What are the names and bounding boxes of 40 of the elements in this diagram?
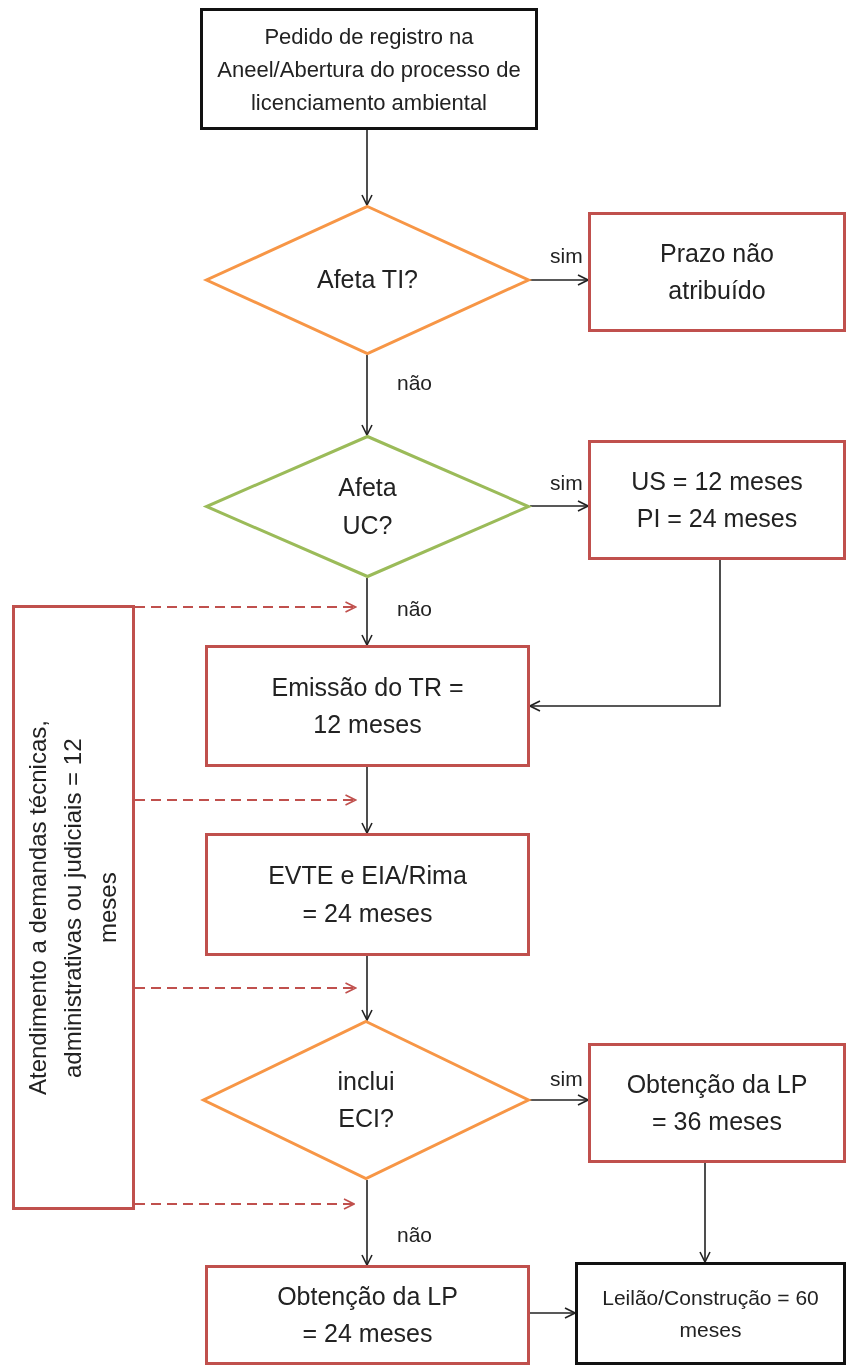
decision-diamond xyxy=(205,205,530,355)
dashed-arrow xyxy=(134,1198,355,1210)
arrow xyxy=(361,766,373,834)
dashed-arrow xyxy=(134,794,357,806)
arrow xyxy=(529,559,721,712)
node-text: EVTE e EIA/Rima = 24 meses xyxy=(267,860,468,929)
node-text: Afeta TI? xyxy=(317,264,418,296)
process-box xyxy=(12,605,135,1210)
node-text: US = 12 meses PI = 24 meses xyxy=(630,465,804,534)
process-box xyxy=(575,1262,846,1365)
dashed-arrow xyxy=(134,601,357,613)
node-text: Emissão do TR = 12 meses xyxy=(270,671,465,740)
node-text: Pedido de registro na Aneel/Abertura do processo de licenciamento ambiental xyxy=(216,22,522,117)
process-box xyxy=(588,212,846,332)
node-text: Obtenção da LP = 36 meses xyxy=(625,1068,809,1137)
node-text: Prazo não atribuído xyxy=(659,237,775,306)
decision-diamond xyxy=(205,435,530,578)
node-text: Atendimento a demandas técnicas, administrativas ou judiciais = 12 meses xyxy=(23,719,122,1097)
decision-diamond xyxy=(202,1020,530,1180)
arrow xyxy=(529,1094,589,1106)
process-box xyxy=(200,8,538,130)
process-box xyxy=(588,440,846,560)
arrow xyxy=(699,1162,711,1263)
node-text: Leilão/Construção = 60 meses xyxy=(601,1285,820,1343)
node-text: Obtenção da LP = 24 meses xyxy=(276,1280,459,1349)
arrow xyxy=(361,1179,373,1266)
process-box xyxy=(205,1265,530,1365)
process-box xyxy=(205,645,530,767)
process-box xyxy=(588,1043,846,1163)
arrow xyxy=(529,1307,576,1319)
arrow xyxy=(361,955,373,1021)
process-box xyxy=(205,833,530,956)
node-text: inclui ECI? xyxy=(336,1065,396,1134)
arrow xyxy=(529,500,589,512)
arrow xyxy=(361,354,373,436)
dashed-arrow xyxy=(134,982,357,994)
arrow xyxy=(529,274,589,286)
arrow xyxy=(361,577,373,646)
node-text: Afeta UC? xyxy=(337,472,398,541)
arrow xyxy=(361,129,373,206)
